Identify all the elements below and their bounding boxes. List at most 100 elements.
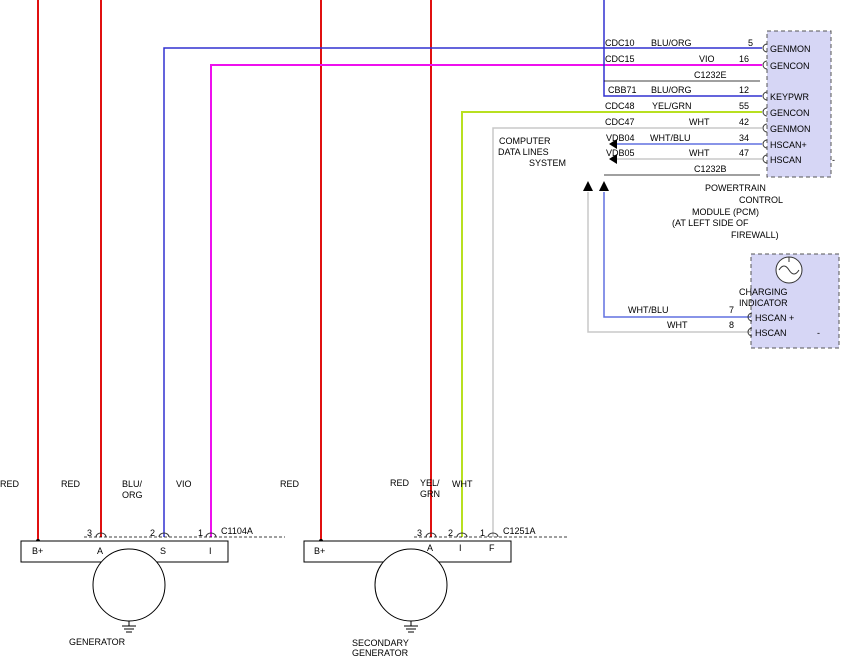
connector-id: C1104A <box>221 526 253 536</box>
wire-label: BLU/ <box>122 479 143 489</box>
secgen-body <box>374 548 448 622</box>
wire-color-label: WHT <box>667 320 688 330</box>
indicator-pin: HSCAN + <box>755 313 794 323</box>
ground-icon <box>404 621 418 633</box>
secgen-connector: 3 2 1 C1251A <box>414 526 567 538</box>
wire-vio-gencon <box>210 64 762 537</box>
pcm-label-line: (AT LEFT SIDE OF <box>672 218 749 228</box>
circuit-label: VDB05 <box>606 148 635 158</box>
pin-number: 34 <box>739 133 749 143</box>
wire-color-label: BLU/ORG <box>651 38 692 48</box>
wire-blu-org-genmon <box>163 47 762 537</box>
wire-label: ORG <box>122 490 143 500</box>
wire-wht-indicator <box>587 192 752 333</box>
circuit-label: CDC10 <box>605 38 635 48</box>
wire-label: RED <box>280 479 300 489</box>
pin-number: 8 <box>729 320 734 330</box>
wire-blu-org-keypwr <box>603 0 762 97</box>
indicator-label: INDICATOR <box>739 298 788 308</box>
circuit-label: CBB71 <box>608 85 637 95</box>
data-lines-label: SYSTEM <box>529 158 566 168</box>
arrow-up-left <box>583 181 593 191</box>
pcm-pin-label: KEYPWR <box>770 92 810 102</box>
ground-icon <box>122 621 136 633</box>
pin-number: 5 <box>748 38 753 48</box>
wire-color-label: WHT <box>689 117 710 127</box>
pin-number: 2 <box>150 528 155 538</box>
wire-label: YEL/ <box>420 478 440 488</box>
wire-label: RED <box>61 479 81 489</box>
wire-label: RED <box>390 478 410 488</box>
pcm-label-line: CONTROL <box>739 195 783 205</box>
indicator-dash: - <box>817 328 820 338</box>
wire-yel-grn-gencon <box>461 111 762 537</box>
pin-number: 1 <box>480 528 485 538</box>
wire-labels: CDC10 BLU/ORG 5 CDC15 VIO 16 CBB71 BLU/O… <box>605 38 753 158</box>
wire-color-label: WHT <box>689 148 710 158</box>
terminal-label: F <box>489 543 495 553</box>
terminal-label: B+ <box>32 546 43 556</box>
pin-number: 7 <box>729 305 734 315</box>
arrow-hscan-plus <box>609 139 617 149</box>
pin-number: 3 <box>417 528 422 538</box>
pin-number: 1 <box>198 528 203 538</box>
pcm-dash: - <box>832 155 835 165</box>
indicator-label: CHARGING <box>739 287 788 297</box>
pin-number: 3 <box>87 528 92 538</box>
wire-wht-genmon <box>492 127 762 537</box>
wire-color-label: WHT/BLU <box>628 305 669 315</box>
circuit-label: VDB04 <box>606 133 635 143</box>
secgen-wire-labels: RED RED YEL/ GRN WHT <box>280 478 473 499</box>
pcm-connector-b: C1232B <box>694 164 727 174</box>
wire-color-label: WHT/BLU <box>650 133 691 143</box>
terminal-label: A <box>427 543 433 553</box>
terminal-label: B+ <box>314 546 325 556</box>
lamp-icon <box>775 256 803 284</box>
terminal-label: S <box>160 546 166 556</box>
wire-color-label: BLU/ORG <box>651 85 692 95</box>
pcm-pin-label: GENMON <box>770 124 811 134</box>
indicator-pin-hooks <box>747 312 753 337</box>
generator-name: GENERATOR <box>69 637 126 647</box>
pcm-label-line: FIREWALL) <box>731 230 779 240</box>
generator-body <box>92 548 166 622</box>
circuit-label: CDC48 <box>605 101 635 111</box>
wire-label: RED <box>0 479 20 489</box>
terminal-label: A <box>97 546 103 556</box>
data-lines-label: COMPUTER <box>499 136 551 146</box>
pcm-pin-label: GENCON <box>770 61 810 71</box>
pcm-connector-a: C1232E <box>694 70 727 80</box>
pcm-label-line: POWERTRAIN <box>705 183 766 193</box>
indicator-pin: HSCAN <box>755 328 787 338</box>
pcm-pin-label: GENMON <box>770 44 811 54</box>
pcm-pin-hooks <box>762 43 768 164</box>
wire-color-label: YEL/GRN <box>652 101 692 111</box>
pcm-pin-label: HSCAN+ <box>770 140 807 150</box>
wire-label: VIO <box>176 479 192 489</box>
secgen-name: SECONDARY <box>352 638 409 648</box>
secgen-name: GENERATOR <box>352 648 409 656</box>
pcm-label-line: MODULE (PCM) <box>692 207 759 217</box>
wire-wht-blu-indicator <box>603 192 752 318</box>
pcm-pin-label: GENCON <box>770 108 810 118</box>
pin-number: 16 <box>739 54 749 64</box>
connector-id: C1251A <box>503 526 536 536</box>
pin-number: 12 <box>739 85 749 95</box>
arrow-up-right <box>599 181 609 191</box>
pin-number: 2 <box>448 528 453 538</box>
pin-number: 42 <box>739 117 749 127</box>
pin-number: 47 <box>739 148 749 158</box>
pin-number: 55 <box>739 101 749 111</box>
circuit-label: CDC47 <box>605 117 635 127</box>
generator-wire-labels: RED RED BLU/ ORG VIO <box>0 479 192 500</box>
circuit-label: CDC15 <box>605 54 635 64</box>
arrow-hscan <box>609 154 617 164</box>
wire-label: GRN <box>420 489 440 499</box>
pcm-module <box>766 30 832 178</box>
wire-label: WHT <box>452 479 473 489</box>
data-lines-label: DATA LINES <box>498 147 549 157</box>
terminal-label: I <box>459 543 462 553</box>
wire-color-label: VIO <box>699 54 715 64</box>
terminal-label: I <box>209 546 212 556</box>
